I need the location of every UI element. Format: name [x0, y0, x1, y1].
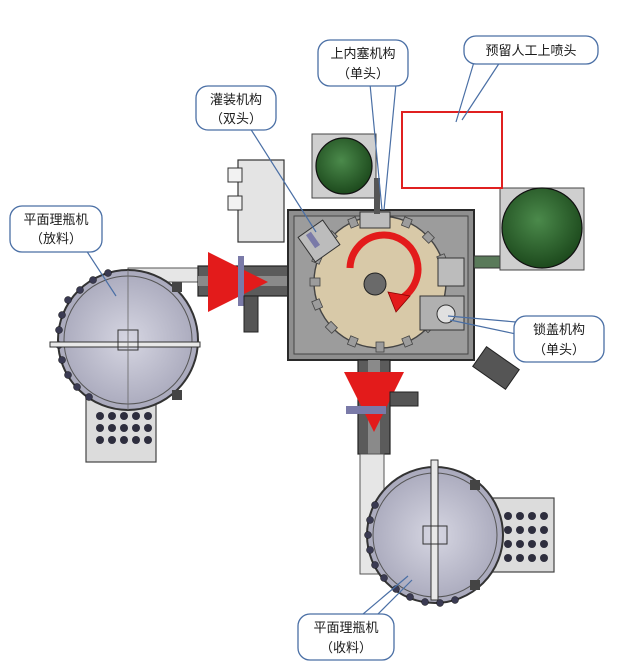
callout-capping-name: 锁盖机构 — [533, 322, 585, 338]
capping-motor — [472, 346, 520, 390]
callout-capping-note: （单头） — [533, 343, 585, 358]
callout-unscrambler-collect: 平面理瓶机 （收料） — [297, 575, 413, 661]
callout-plug: 上内塞机构 （单头） — [317, 39, 409, 211]
plug-hopper — [311, 133, 380, 214]
callout-plug-name: 上内塞机构 — [330, 46, 395, 62]
callout-collect-note: （收料） — [320, 641, 372, 656]
bottle-tray-collect — [504, 512, 548, 562]
cap-hopper — [499, 187, 585, 271]
callout-filling: 灌装机构 （双头） — [195, 85, 317, 233]
main-frame — [287, 209, 475, 361]
callout-spray-text: 预留人工上喷头 — [485, 44, 576, 59]
outfeed-conveyor — [344, 359, 419, 575]
callout-filling-name: 灌装机构 — [210, 93, 262, 108]
unscrambler-feed — [49, 267, 203, 463]
callout-feed-note: （放料） — [30, 232, 82, 247]
filling-station — [297, 219, 341, 263]
callout-collect-name: 平面理瓶机 — [313, 621, 378, 636]
rim-bottles-collect — [364, 501, 459, 607]
plug-station — [359, 211, 391, 229]
callout-capping: 锁盖机构 （单头） — [447, 315, 605, 363]
unscrambler-collect — [364, 459, 555, 607]
callout-plug-note: （单头） — [337, 67, 389, 82]
callout-spray-reserved: 预留人工上喷头 — [455, 35, 599, 123]
control-box — [227, 159, 285, 243]
rotation-arrow — [346, 231, 422, 304]
bottle-tray-feed — [96, 412, 152, 444]
infeed-conveyor — [197, 252, 291, 333]
capping-station — [419, 257, 465, 331]
callout-unscrambler-feed: 平面理瓶机 （放料） — [9, 205, 117, 297]
reserved-spray-area — [401, 111, 503, 189]
callout-filling-note: （双头） — [210, 112, 262, 127]
callout-feed-name: 平面理瓶机 — [23, 213, 88, 228]
